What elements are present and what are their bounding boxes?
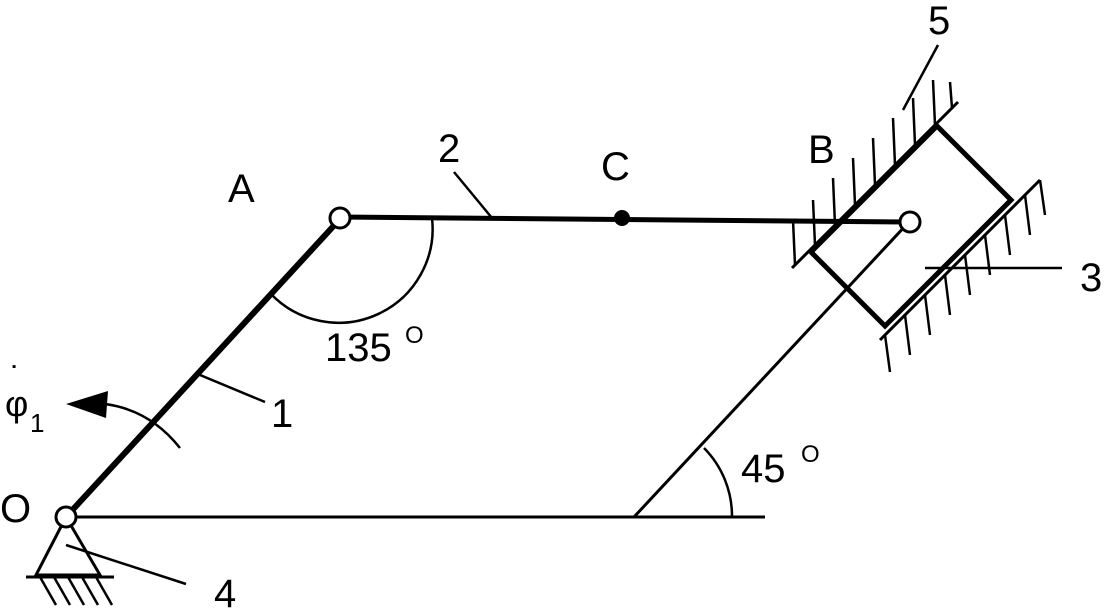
- angular-velocity-arc: [104, 402, 181, 449]
- point-b-label: B: [808, 128, 835, 172]
- point-c-dot: [614, 210, 630, 226]
- ground-support-4: [26, 513, 114, 606]
- link-5-label: 5: [928, 0, 950, 43]
- angle-45-value: 45: [741, 447, 786, 491]
- link-1-label: 1: [271, 392, 293, 436]
- point-a-label: A: [228, 167, 255, 211]
- phi-symbol: φ: [5, 383, 28, 424]
- lower-guide-rail: [878, 178, 1047, 373]
- leader-line-5: [901, 44, 940, 111]
- phi-dot: ˙: [10, 360, 21, 398]
- angle-135-degree: O: [405, 322, 424, 349]
- point-c-label: C: [601, 145, 630, 189]
- upper-guide-rail: [790, 79, 960, 270]
- link-2-label: 2: [438, 127, 460, 171]
- joint-o: [54, 505, 78, 529]
- angle-45-degree: O: [801, 441, 820, 468]
- angle-45-arc: [703, 447, 734, 518]
- link-4-label: 4: [214, 572, 236, 611]
- slider-guide-line: [632, 221, 910, 519]
- angular-velocity-arrowhead: [66, 391, 108, 418]
- angle-135-value: 135: [325, 326, 392, 370]
- angle-135-arc: [269, 217, 434, 324]
- link-3-label: 3: [1080, 256, 1102, 300]
- joint-b: [898, 210, 922, 234]
- phi-subscript: 1: [30, 408, 44, 438]
- point-o-label: O: [0, 487, 31, 531]
- crank-link-1: [63, 216, 343, 520]
- slider-block-3: [807, 122, 1015, 330]
- joint-a: [328, 206, 352, 230]
- leader-line-2: [453, 171, 493, 219]
- leader-line-1: [199, 373, 266, 404]
